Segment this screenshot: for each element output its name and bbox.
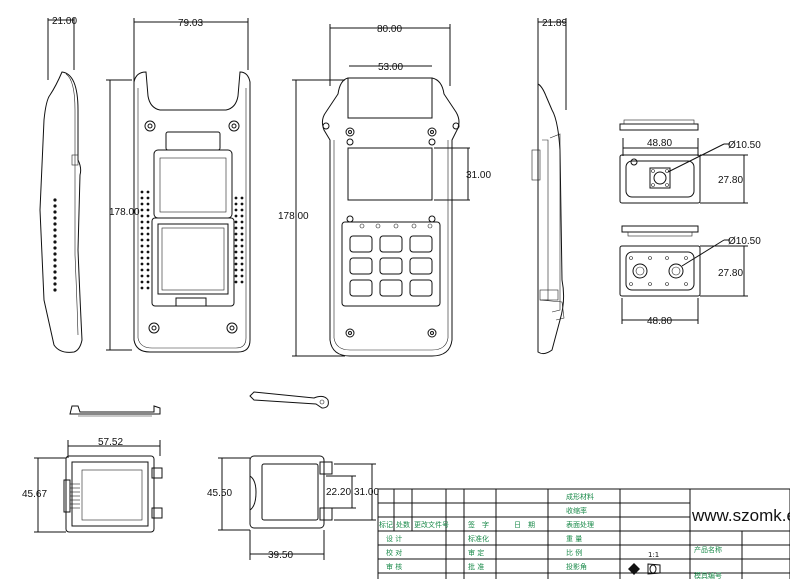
tb-weight: 重 量 xyxy=(566,535,582,543)
tb-mold-number-label: 模具编号 xyxy=(694,571,722,579)
dim-front-width: 79.03 xyxy=(178,18,203,29)
dim-plate1-width: 48.80 xyxy=(647,138,672,149)
tb-check: 校 对 xyxy=(386,548,402,557)
front-dot-grid-left xyxy=(140,190,150,290)
dim-lid-inner-height: 22.20 xyxy=(326,487,351,498)
tb-design: 设 计 xyxy=(386,534,402,543)
tb-projection: 投影角 xyxy=(566,562,587,571)
dim-plate2-hole: Ø10.50 xyxy=(728,236,761,247)
tb-header-mark: 标记 xyxy=(379,520,393,529)
dim-plate2-width: 48.80 xyxy=(647,316,672,327)
dim-plate1-hole: Ø10.50 xyxy=(728,140,761,151)
dim-lid-width: 39.50 xyxy=(268,550,293,561)
tb-ratio: 比 例 xyxy=(566,548,582,557)
dim-side-depth: 21.00 xyxy=(52,16,77,27)
tb-header-date2: 期 xyxy=(528,521,535,529)
dim-front-height: 178.00 xyxy=(109,207,140,218)
tb-approve: 批 准 xyxy=(468,562,484,571)
side-dot-column xyxy=(53,198,57,292)
dim-right-depth: 21.89 xyxy=(542,18,567,29)
tb-scale-value: 1:1 xyxy=(648,551,659,559)
tb-header-sign1: 签 xyxy=(468,520,475,529)
tb-header-date1: 日 xyxy=(514,521,521,529)
tb-product-name-label: 产品名称 xyxy=(694,545,722,554)
dim-lid-outer-height: 31.00 xyxy=(354,487,379,498)
dim-cover-width: 57.52 xyxy=(98,437,123,448)
clip-part-small xyxy=(69,405,161,417)
back-view: 80.00 53.00 178.00 31.00 xyxy=(278,24,491,357)
tb-website: www.szomk.en.aliba xyxy=(691,506,790,525)
tb-material: 成形材料 xyxy=(566,492,594,501)
tb-header-sign2: 字 xyxy=(482,520,489,529)
latch-part xyxy=(249,391,329,409)
tb-header-doc: 更改文件号 xyxy=(414,520,449,529)
front-view: 79.03 178.00 xyxy=(106,18,251,353)
plate-1-detail: 48.80 Ø10.50 27.80 xyxy=(619,119,761,204)
back-top-small-holes xyxy=(359,223,433,229)
dim-back-width: 80.00 xyxy=(377,24,402,35)
tb-review: 审 核 xyxy=(386,562,402,571)
tb-header-count: 处数 xyxy=(396,520,410,529)
dim-cover-height: 45.67 xyxy=(22,489,47,500)
tb-approve-set: 审 定 xyxy=(468,548,484,557)
front-dot-grid-right xyxy=(234,196,244,284)
tb-surface: 表面处理 xyxy=(566,520,594,529)
plate-2-detail: Ø10.50 27.80 48.80 xyxy=(619,225,761,327)
side-view: 21.00 xyxy=(39,16,83,353)
dim-lid-height: 45.50 xyxy=(207,488,232,499)
dim-plate2-height: 27.80 xyxy=(718,268,743,279)
tb-shrinkage: 收缩率 xyxy=(566,506,587,515)
dim-back-window-height: 31.00 xyxy=(466,170,491,181)
back-keypad xyxy=(349,235,433,297)
cover-view: 57.52 45.67 xyxy=(22,437,163,533)
dim-back-height: 178.00 xyxy=(278,211,309,222)
title-block: 成形材料 收缩率 表面处理 标记 处数 更改文件号 签 字 日 期 设 计 校 … xyxy=(377,488,790,579)
right-side-view: 21.89 xyxy=(531,18,567,355)
cover-hinge-teeth xyxy=(70,483,80,509)
dim-back-top-width: 53.00 xyxy=(378,62,403,73)
tb-standard: 标准化 xyxy=(468,534,489,543)
projection-symbol-icon xyxy=(628,563,661,575)
dim-plate1-height: 27.80 xyxy=(718,175,743,186)
lid-view: 45.50 22.20 31.00 39.50 xyxy=(207,455,379,561)
